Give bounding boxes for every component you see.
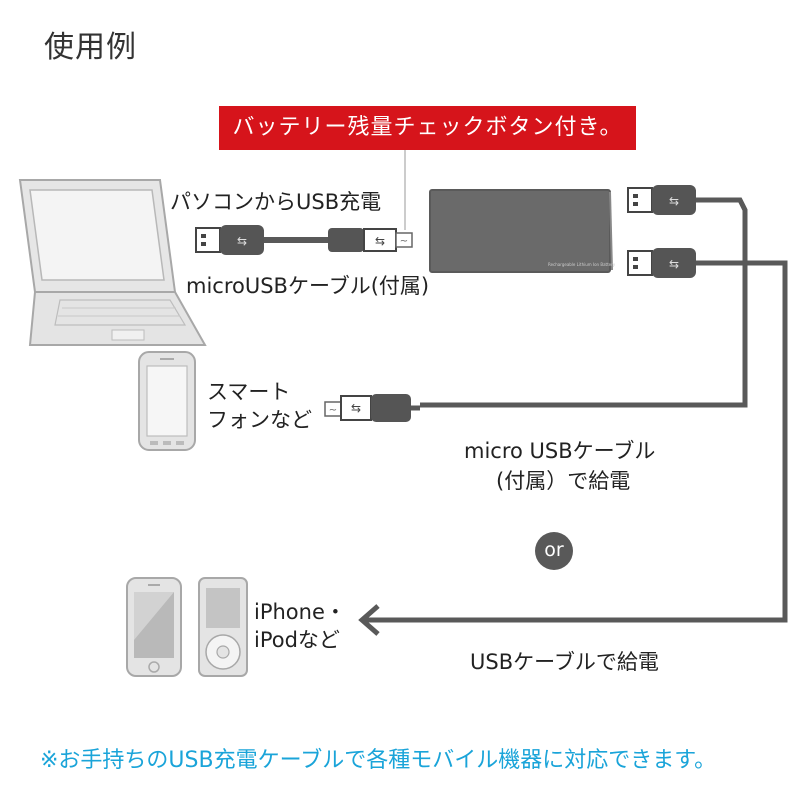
footnote: ※お手持ちのUSB充電ケーブルで各種モバイル機器に対応できます。	[40, 748, 717, 773]
smartphone-label-line2: フォンなど	[207, 408, 312, 432]
micro-cable-label: microUSBケーブル(付属)	[186, 274, 430, 298]
micro-usb-plug-icon: ~ ⇆	[324, 394, 420, 422]
svg-text:~: ~	[329, 405, 337, 416]
usb-supply-label: USBケーブルで給電	[470, 650, 659, 674]
battery-output-cables	[358, 184, 788, 636]
smartphone-label-line1: スマート	[207, 380, 291, 404]
iphone-icon	[126, 577, 182, 677]
laptop-icon	[18, 179, 207, 346]
pc-charge-label: パソコンからUSB充電	[170, 190, 382, 214]
or-badge: or	[535, 532, 573, 570]
page-title: 使用例	[44, 30, 137, 65]
arrow-left-icon	[358, 604, 380, 636]
pc-charge-cable: ⇆ ~	[195, 224, 413, 256]
svg-text:⇆: ⇆	[351, 401, 361, 415]
battery-label: Rechargeable Lithium Ion Battery	[548, 262, 616, 267]
iphone-label-line2: iPodなど	[254, 628, 340, 652]
battery-pack	[404, 150, 613, 273]
smartphone-icon	[138, 351, 196, 451]
svg-text:~: ~	[400, 236, 408, 247]
micro-supply-label-line1: micro USBケーブル	[464, 439, 656, 463]
svg-text:⇆: ⇆	[375, 234, 385, 248]
micro-supply-label-line2: (付属）で給電	[496, 469, 631, 493]
feature-callout: バッテリー残量チェックボタン付き。	[219, 106, 636, 150]
iphone-label-line1: iPhone・	[254, 600, 346, 624]
ipod-icon	[198, 577, 248, 677]
